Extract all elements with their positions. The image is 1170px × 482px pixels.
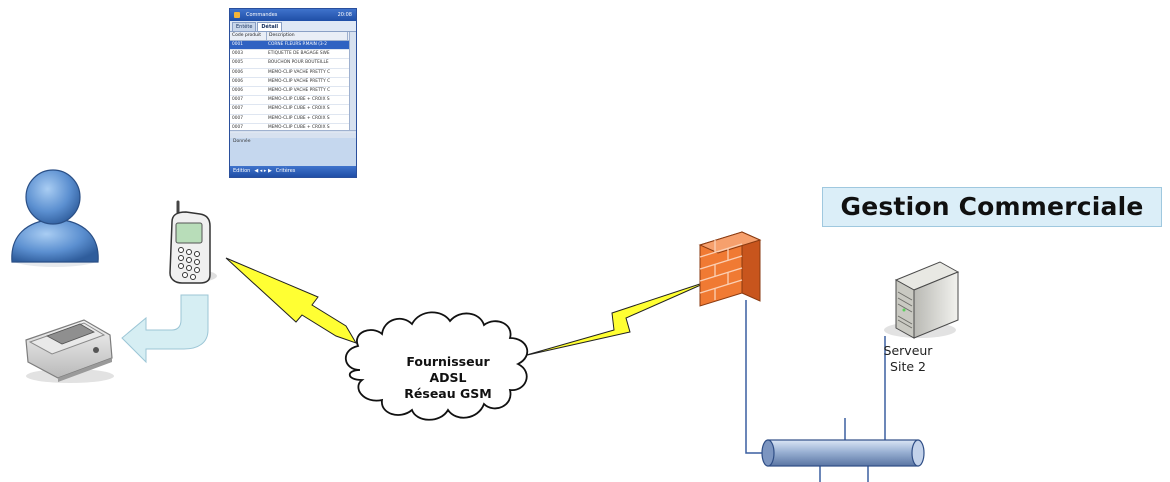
pocketpc-app-title: Commandes (246, 12, 278, 18)
cell-description: MEMO-CLIP VACHE PRETTY C (268, 87, 331, 93)
menu-edition[interactable]: Edition (233, 168, 251, 174)
server-label: Serveur Site 2 (868, 343, 948, 375)
cell-code: 0006 (232, 78, 243, 84)
cell-description: MEMO-CLIP CUBE + CROIX S (268, 97, 330, 103)
user-icon (11, 169, 99, 267)
table-row[interactable]: 0006 MEMO-CLIP VACHE PRETTY C (230, 78, 356, 87)
lightning-left (225, 257, 358, 344)
cloud-label: Fournisseur ADSL Réseau GSM (388, 354, 508, 402)
table-row[interactable]: 0005 BOUCHON POUR BOUTEILLE (230, 59, 356, 69)
firewall-icon (698, 231, 762, 307)
cell-description: MEMO-CLIP CUBE + CROIX S (268, 115, 330, 121)
cell-description: BOUCHON POUR BOUTEILLE (268, 60, 329, 66)
table-row[interactable]: 0006 MEMO-CLIP VACHE PRETTY C (230, 87, 356, 97)
cell-code: 0001 (232, 42, 243, 47)
pocketpc-clock: 20:08 (337, 12, 352, 18)
lightning-right (522, 279, 713, 357)
pocketpc-titlebar: Commandes 20:08 (230, 9, 356, 21)
cell-description: ETIQUETTE DE BAGAGE SWE (268, 51, 330, 57)
cloud-icon (344, 311, 529, 421)
nav-arrows-icon[interactable]: ◀ ◂ ▸ ▶ (254, 168, 272, 174)
cell-code: 0005 (232, 60, 243, 66)
print-arrow (121, 294, 209, 364)
vertical-scrollbar[interactable] (349, 32, 356, 130)
cell-description: MEMO-CLIP VACHE PRETTY C (268, 69, 331, 75)
server-icon (884, 261, 960, 339)
table-row[interactable]: 0007 MEMO-CLIP CUBE + CROIX S (230, 124, 356, 133)
cell-code: 0006 (232, 69, 243, 75)
table-row[interactable]: 0006 MEMO-CLIP VACHE PRETTY C (230, 69, 356, 78)
cell-code: 0007 (232, 106, 243, 112)
tab-entete[interactable]: Entête (232, 22, 257, 31)
mobile-phone-icon (169, 200, 217, 284)
page-title: Gestion Commerciale (840, 192, 1144, 221)
pocketpc-screenshot: Commandes 20:08 Entête Détail Code produ… (229, 8, 357, 178)
column-header-code[interactable]: Code produit (230, 32, 267, 40)
title-box (822, 187, 1162, 227)
table-row[interactable]: 0007 MEMO-CLIP CUBE + CROIX S (230, 96, 356, 106)
pocketpc-menubar: Edition ◀ ◂ ▸ ▶ Critères (230, 166, 356, 177)
cloud-label-line1: Fournisseur (406, 354, 490, 369)
cell-description: CORNE FLEURS P.MAIN (3-2 (268, 42, 327, 47)
server-label-line1: Serveur (883, 343, 933, 358)
column-header-description[interactable]: Description (267, 32, 348, 40)
cell-code: 0007 (232, 115, 243, 121)
table-row[interactable]: 0003 ETIQUETTE DE BAGAGE SWE (230, 50, 356, 60)
cell-description: MEMO-CLIP CUBE + CROIX S (268, 106, 330, 112)
cell-description: MEMO-CLIP VACHE PRETTY C (268, 78, 331, 84)
network-links (745, 300, 886, 482)
pocketpc-grid: Code produit Description 0001 CORNE FLEUR… (230, 31, 356, 133)
cell-code: 0007 (232, 124, 243, 130)
network-bus-icon (761, 439, 925, 467)
tab-detail[interactable]: Détail (257, 22, 283, 31)
cell-code: 0007 (232, 97, 243, 103)
cloud-label-line3: Réseau GSM (404, 386, 492, 401)
pocketpc-tabs: Entête Détail (230, 21, 356, 31)
table-row[interactable]: 0001 CORNE FLEURS P.MAIN (3-2 (230, 41, 356, 51)
windows-flag-icon (234, 12, 240, 18)
menu-criteres[interactable]: Critères (275, 168, 296, 174)
table-row[interactable]: 0007 MEMO-CLIP CUBE + CROIX S (230, 105, 356, 115)
printer-icon (25, 319, 114, 383)
table-row[interactable]: 0007 MEMO-CLIP CUBE + CROIX S (230, 115, 356, 124)
pocketpc-status: Donnée (230, 138, 356, 146)
cell-code: 0006 (232, 87, 243, 93)
grid-header: Code produit Description (230, 32, 356, 41)
server-label-line2: Site 2 (890, 359, 926, 374)
horizontal-scrollbar[interactable] (230, 130, 356, 138)
cell-code: 0003 (232, 51, 243, 57)
cloud-label-line2: ADSL (429, 370, 467, 385)
cell-description: MEMO-CLIP CUBE + CROIX S (268, 124, 330, 130)
